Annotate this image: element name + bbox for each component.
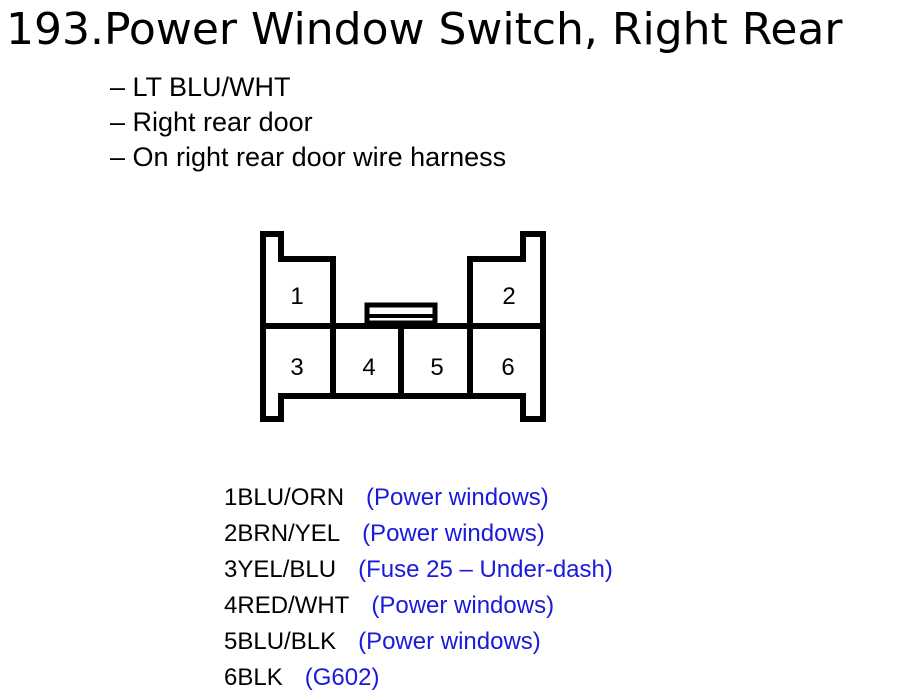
cavity-label-2: 2 [502, 283, 515, 310]
pin-circuit-note: (Power windows) [366, 484, 549, 511]
pin-circuit-note: (Power windows) [358, 628, 541, 655]
cavity-label-1: 1 [290, 283, 303, 310]
pin-number: 6 [224, 664, 238, 691]
pin-wire-color: RED/WHT [237, 592, 350, 619]
pin-number: 1 [224, 484, 238, 511]
connector-diagram: 1 2 3 4 5 6 [260, 231, 546, 422]
pin-circuit-note: (Power windows) [362, 520, 545, 547]
cavity-label-6: 6 [501, 354, 514, 381]
pin-number: 4 [224, 592, 238, 619]
pin-row: 2BRN/YEL (Power windows) [224, 516, 613, 552]
detail-harness: – On right rear door wire harness [110, 142, 507, 172]
cavity-label-4: 4 [362, 354, 375, 381]
pin-circuit-note: (Fuse 25 – Under-dash) [358, 556, 613, 583]
pin-wire-color: BLU/ORN [237, 484, 345, 511]
pin-number: 2 [224, 520, 238, 547]
cavity-label-5: 5 [430, 354, 443, 381]
pin-row: 3YEL/BLU (Fuse 25 – Under-dash) [224, 552, 613, 588]
pin-wire-color: BLK [237, 664, 283, 691]
pin-circuit-note: (G602) [304, 664, 380, 691]
connector-details: – LT BLU/WHT – Right rear door – On righ… [110, 70, 506, 175]
pin-list: 1BLU/ORN (Power windows) 2BRN/YEL (Power w… [224, 480, 613, 696]
pin-wire-color: BLU/BLK [237, 628, 337, 655]
page-title: 193.Power Window Switch, Right Rear [6, 4, 843, 55]
detail-location: – Right rear door [110, 107, 313, 137]
pin-circuit-note: (Power windows) [371, 592, 555, 619]
detail-color-code: – LT BLU/WHT [110, 72, 291, 102]
pin-row: 1BLU/ORN (Power windows) [224, 480, 613, 516]
connector-housing [260, 231, 546, 422]
pin-wire-color: BRN/YEL [237, 520, 341, 547]
pin-row: 4RED/WHT (Power windows) [224, 588, 613, 624]
pin-number: 5 [224, 628, 238, 655]
pin-row: 5BLU/BLK (Power windows) [224, 624, 613, 660]
pin-number: 3 [224, 556, 238, 583]
cavity-label-3: 3 [290, 354, 303, 381]
pin-row: 6BLK (G602) [224, 660, 613, 696]
pin-wire-color: YEL/BLU [237, 556, 337, 583]
